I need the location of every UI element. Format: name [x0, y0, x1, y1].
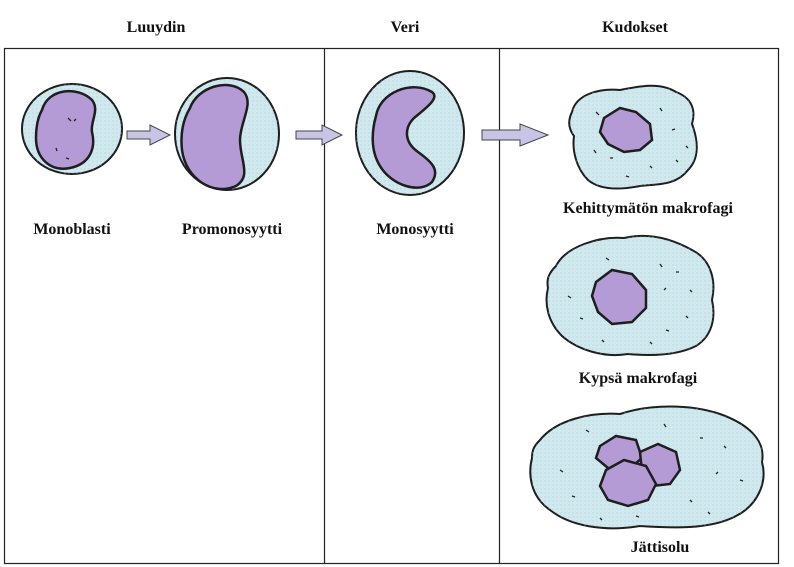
label-mature-macrophage: Kypsä makrofagi: [578, 370, 698, 387]
arrow-promonocyte-to-monocyte: [295, 124, 344, 146]
column-header-bone-marrow: Luuydin: [126, 19, 186, 36]
arrow-monoblast-to-promonocyte: [126, 124, 172, 146]
label-immature-macrophage: Kehittymätön makrofagi: [563, 200, 733, 217]
monocyte-cell: [355, 70, 465, 196]
label-monocyte: Monosyytti: [376, 221, 454, 238]
diagram-frame: [3, 47, 780, 565]
label-monoblast: Monoblasti: [33, 221, 111, 238]
giant-cell: [529, 405, 765, 530]
promonocyte-cell: [174, 77, 280, 191]
label-promonocyte: Promonosyytti: [181, 221, 283, 238]
mature-macrophage-cell: [545, 234, 715, 357]
arrow-monocyte-to-tissues: [481, 123, 550, 147]
immature-macrophage-cell: [568, 84, 698, 190]
column-header-blood: Veri: [390, 19, 420, 36]
monoblast-cell: [21, 83, 123, 175]
column-header-tissues: Kudokset: [602, 19, 668, 36]
label-giant-cell: Jättisolu: [630, 539, 690, 556]
